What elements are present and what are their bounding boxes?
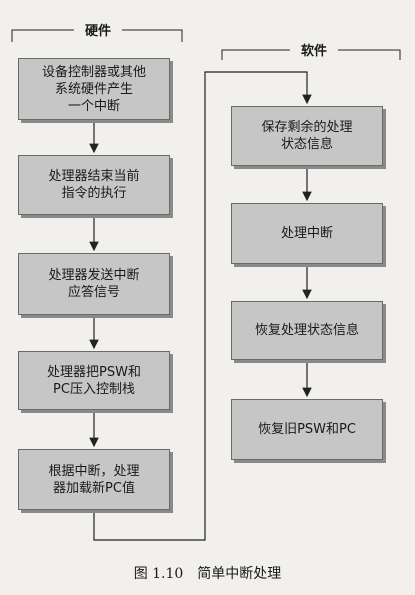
hw-step-generate-interrupt: 设备控制器或其他 系统硬件产生 一个中断	[18, 58, 170, 120]
sw-step-restore-state: 恢复处理状态信息	[231, 301, 383, 360]
hardware-bracket	[11, 29, 183, 42]
sw-step-process-interrupt: 处理中断	[231, 203, 383, 264]
hardware-header: 硬件	[84, 24, 111, 39]
hw-step-push-psw-pc: 处理器把PSW和 PC压入控制栈	[18, 351, 170, 410]
sw-step-save-state: 保存剩余的处理 状态信息	[231, 106, 383, 166]
software-header: 软件	[300, 44, 327, 59]
software-bracket	[221, 49, 401, 60]
figure-caption: 图 1.10 简单中断处理	[133, 566, 282, 582]
hw-step-finish-instruction: 处理器结束当前 指令的执行	[18, 155, 170, 215]
sw-step-restore-psw-pc: 恢复旧PSW和PC	[231, 399, 383, 460]
connector-arrow	[93, 71, 312, 541]
hw-step-load-new-pc: 根据中断，处理 器加载新PC值	[18, 449, 170, 510]
hw-step-send-ack: 处理器发送中断 应答信号	[18, 253, 170, 315]
